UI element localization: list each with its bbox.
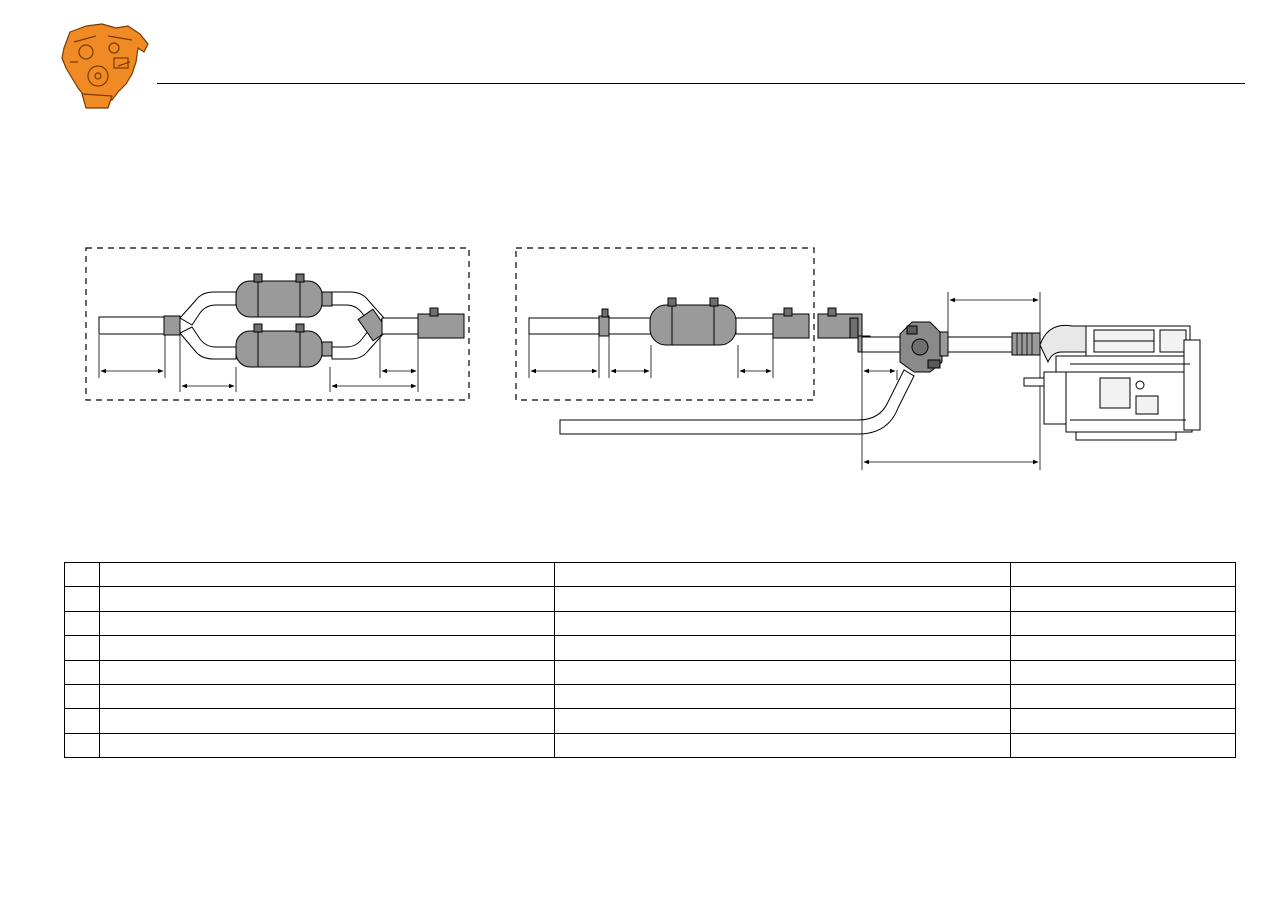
table-cell xyxy=(64,610,100,637)
table-cell xyxy=(99,708,555,734)
table-cell xyxy=(1010,659,1236,685)
table-row xyxy=(64,635,1236,661)
table-cell xyxy=(554,732,1011,759)
table-cell xyxy=(1010,561,1236,588)
table-cell xyxy=(99,635,555,661)
table-row xyxy=(64,659,1236,685)
table-row xyxy=(64,586,1236,612)
table-cell xyxy=(64,659,100,685)
table-row xyxy=(64,683,1236,710)
single-silencer-assembly xyxy=(515,247,815,401)
table-cell xyxy=(1010,610,1236,637)
table-cell xyxy=(554,610,1011,637)
exhaust-system-diagram xyxy=(85,247,1201,470)
header-rule xyxy=(157,83,1245,84)
table-row xyxy=(64,610,1236,637)
table-cell xyxy=(64,683,100,710)
specification-table xyxy=(64,561,1236,759)
table-cell xyxy=(554,683,1011,710)
table-cell xyxy=(1010,708,1236,734)
table-cell xyxy=(99,683,555,710)
table-cell xyxy=(99,586,555,612)
table-row xyxy=(64,708,1236,734)
table-cell xyxy=(1010,683,1236,710)
table-row xyxy=(64,732,1236,759)
table-cell xyxy=(554,635,1011,661)
table-cell xyxy=(1010,732,1236,759)
table-cell xyxy=(64,708,100,734)
twin-silencer-assembly xyxy=(85,247,470,401)
table-cell xyxy=(554,586,1011,612)
table-cell xyxy=(64,561,100,588)
table-cell xyxy=(554,708,1011,734)
table-cell xyxy=(554,659,1011,685)
engine-logo-icon xyxy=(61,23,149,109)
table-cell xyxy=(99,659,555,685)
exhaust-piping xyxy=(559,292,1041,470)
engine-drawing xyxy=(1023,324,1201,441)
table-row xyxy=(64,561,1236,588)
table-cell xyxy=(99,561,555,588)
table-cell xyxy=(99,732,555,759)
table-cell xyxy=(1010,586,1236,612)
table-cell xyxy=(64,732,100,759)
table-cell xyxy=(99,610,555,637)
table-cell xyxy=(64,586,100,612)
table-cell xyxy=(554,561,1011,588)
table-cell xyxy=(1010,635,1236,661)
table-cell xyxy=(64,635,100,661)
